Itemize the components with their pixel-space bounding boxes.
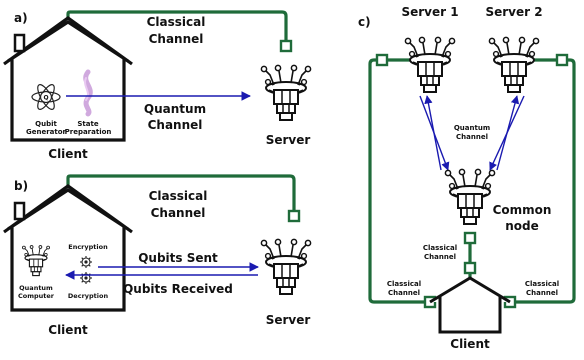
panel-a: a) Classical Channel Qubit Generator Sta… [3,10,312,161]
qc-label-2: Computer [18,292,55,300]
decryption-gear-icon [79,271,93,285]
state-label-1: State [77,120,98,128]
server-qc-b [260,238,312,295]
quantum-label-a-1: Quantum [144,102,206,116]
client-label-a: Client [48,147,88,161]
qubits-sent-label: Qubits Sent [138,251,218,265]
chimney-a [13,33,26,53]
panel-b-tag: b) [14,179,28,193]
state-label-2: Preparation [65,128,112,136]
client-house-c [429,276,511,334]
common-label-2: node [505,219,539,233]
server1-node-c [375,53,389,67]
classical-label-a-2: Channel [149,32,204,46]
classical-channel-line-b [66,174,296,216]
panel-c: c) Server 1 Server 2 Quantum Channel Com… [358,5,576,351]
server-label-b: Server [266,313,311,327]
server2-qc [488,36,540,93]
server2-label: Server 2 [485,5,542,19]
client-label-b: Client [48,323,88,337]
client-house-a [3,16,133,142]
server1-label: Server 1 [401,5,458,19]
client-house-b [3,184,133,312]
encryption-label: Encryption [68,243,108,251]
common-node-bottom [463,261,477,275]
mid-classical-label-2: Channel [424,253,456,261]
quantum-label-c-1: Quantum [454,124,490,132]
left-classical-label-1: Classical [387,280,421,288]
server-node-a [279,39,293,53]
right-classical-label-2: Channel [526,289,558,297]
panel-b: b) Classical Channel Quantum Computer En… [3,174,312,337]
decryption-label: Decryption [68,292,109,300]
common-node-top [463,231,477,245]
classical-loop-right [510,58,576,304]
server-node-b [287,209,301,223]
panel-a-tag: a) [14,11,28,25]
common-label-1: Common [493,203,552,217]
classical-label-a-1: Classical [147,15,206,29]
quantum-arrow-s2-up [496,95,520,171]
quantum-label-a-2: Channel [148,118,203,132]
classical-channel-line-a [66,10,288,46]
client-label-c: Client [450,337,490,351]
server1-qc [404,36,456,93]
quantum-label-c-2: Channel [456,133,488,141]
common-node-qc [444,168,496,225]
qubit-label-1: Qubit [35,120,57,128]
classical-loop-left [368,58,430,304]
quantum-arrow-s1-up [424,95,442,171]
server-qc-a [260,64,312,121]
qc-label-1: Quantum [19,284,53,292]
mid-classical-label-1: Classical [423,244,457,252]
qubit-label-2: Generator [26,128,67,136]
panel-c-tag: c) [358,15,371,29]
qubits-received-label: Qubits Received [123,282,233,296]
chimney-b [13,201,26,221]
classical-label-b-2: Channel [151,206,206,220]
state-glow-highlight [84,77,89,101]
classical-label-b-1: Classical [149,189,208,203]
right-classical-label-1: Classical [525,280,559,288]
server2-node-c [555,53,569,67]
encryption-gear-icon [79,255,93,269]
server-label-a: Server [266,133,311,147]
left-classical-label-2: Channel [388,289,420,297]
